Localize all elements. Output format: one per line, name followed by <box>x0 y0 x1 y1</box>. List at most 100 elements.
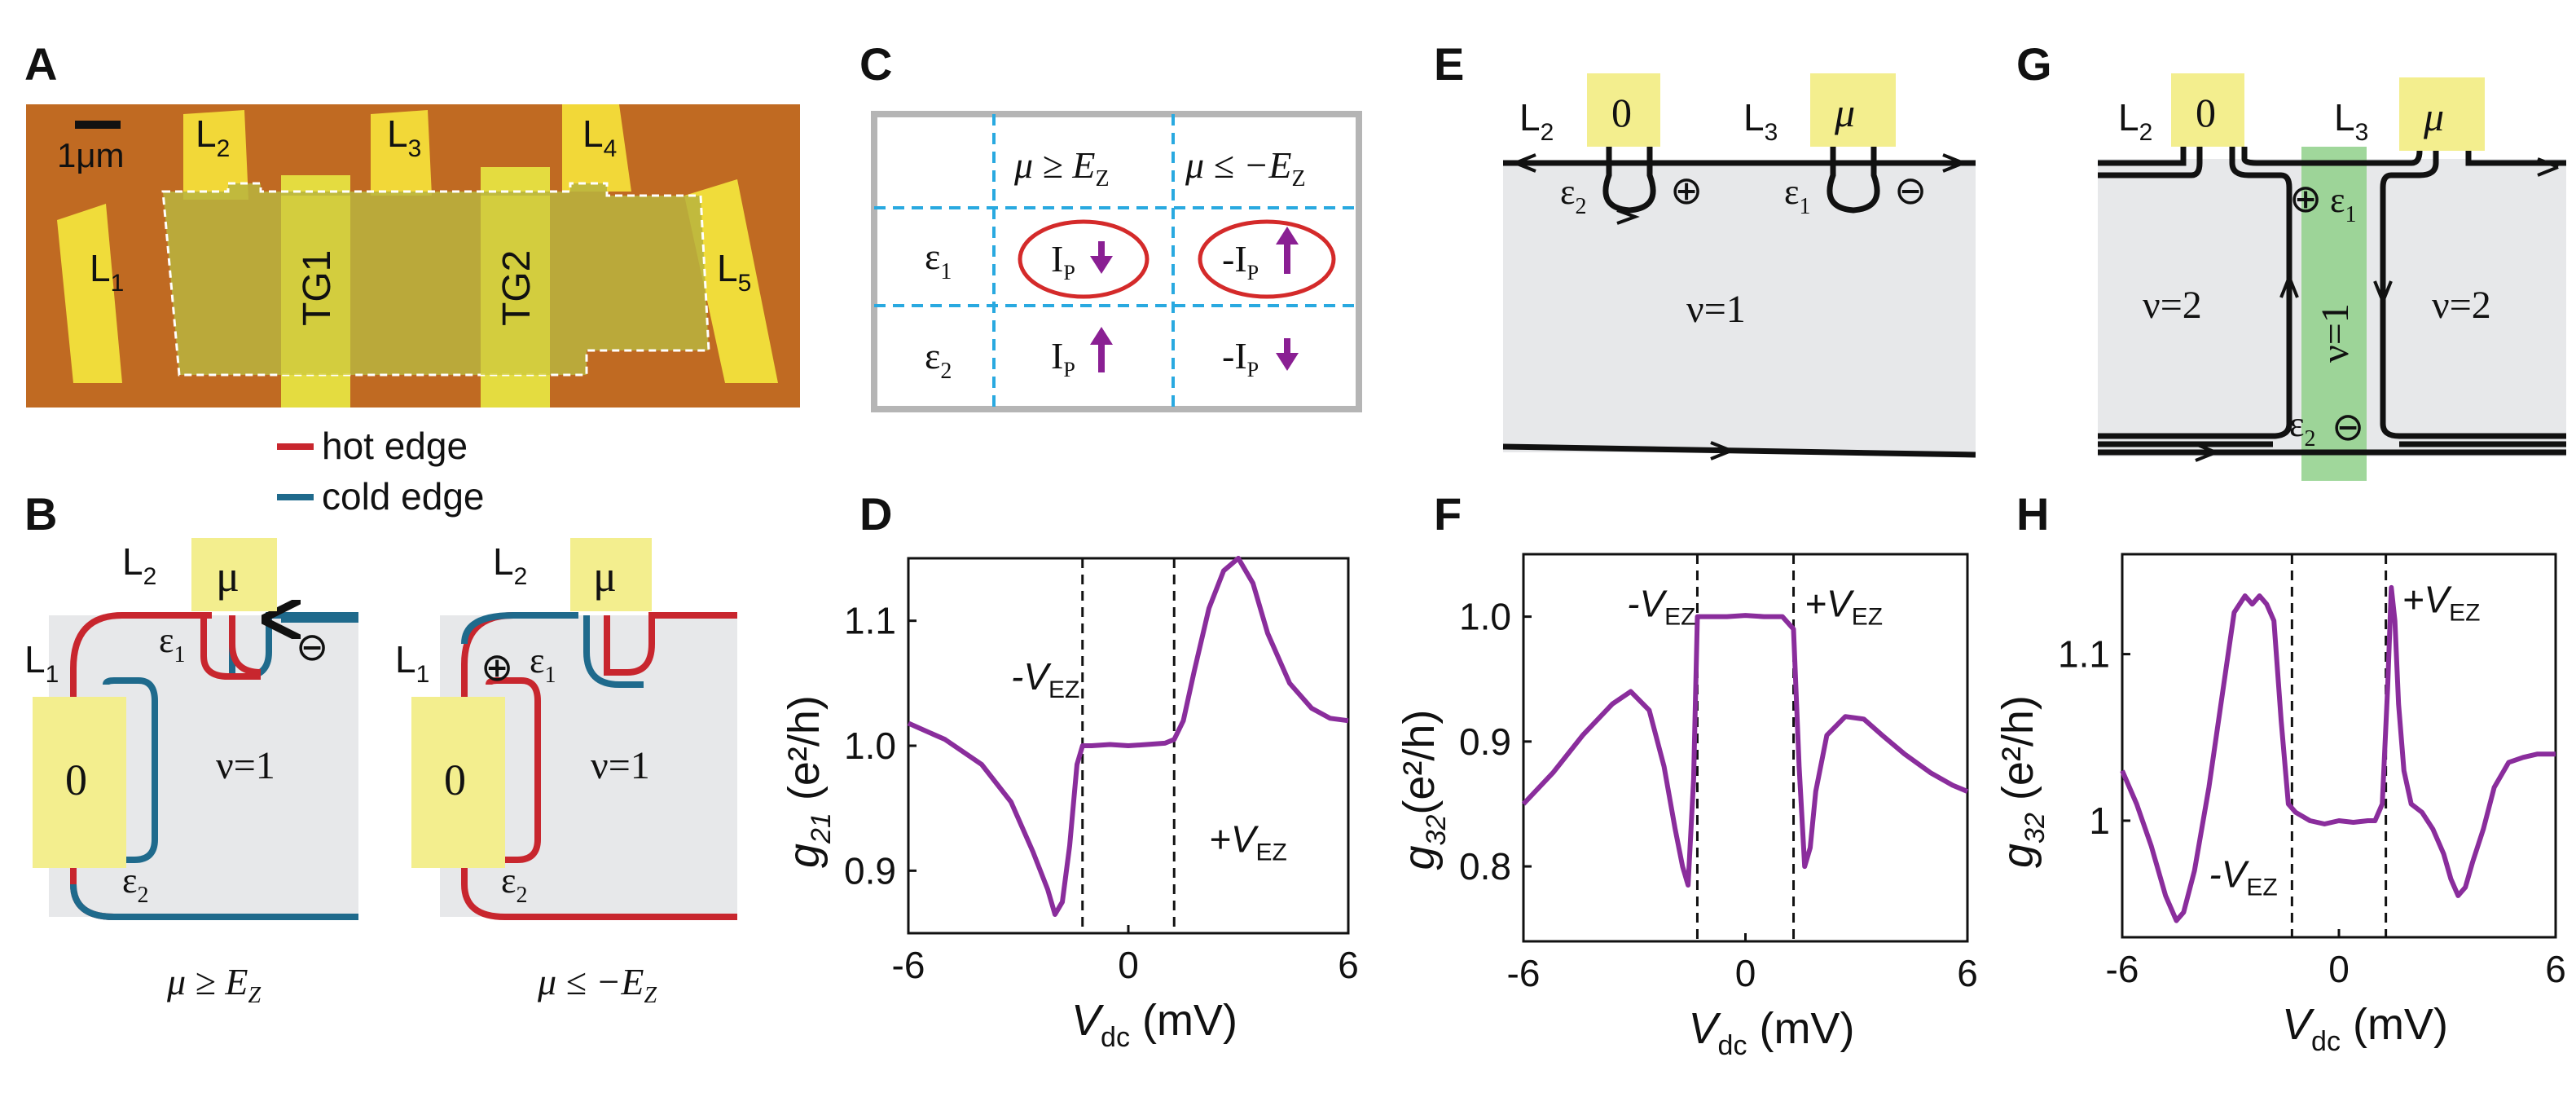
svg-text:ε1: ε1 <box>925 236 952 284</box>
svg-text:L2: L2 <box>122 540 156 590</box>
b-right-condition: μ ≤ −E <box>537 961 644 1002</box>
c-r1c1: I <box>1051 238 1063 280</box>
data-line <box>1521 613 1969 888</box>
b-right-sign: ⊕ <box>481 646 513 689</box>
y-tick-label: 0.9 <box>844 849 896 892</box>
g-nu-mid: ν=1 <box>2314 303 2357 363</box>
svg-text:L2: L2 <box>493 540 527 590</box>
c-col2: μ ≤ −E <box>1185 144 1291 186</box>
e-nu: ν=1 <box>1686 288 1746 331</box>
b-right-nu: ν=1 <box>591 744 650 787</box>
x-tick-label: 6 <box>1957 952 1978 994</box>
g-nu-right: ν=2 <box>2432 284 2491 327</box>
svg-text:ε2: ε2 <box>1560 172 1586 219</box>
y-axis-label: g32(e²/h) <box>1395 710 1452 870</box>
spin-up-arrow <box>1276 227 1299 274</box>
lead-l1-label: L <box>90 247 111 289</box>
c-row1: ε <box>925 236 940 277</box>
svg-text:L3: L3 <box>1743 96 1778 146</box>
y-tick-label: 1.1 <box>2058 633 2110 676</box>
x-tick-label: -6 <box>892 944 925 986</box>
panel-label-e: E <box>1434 38 1464 90</box>
c-col1: μ ≥ E <box>1013 144 1095 186</box>
gate-tg2-label: TG2 <box>495 250 538 326</box>
svg-text:ε2: ε2 <box>122 861 148 908</box>
svg-text:L2: L2 <box>196 112 230 162</box>
svg-text:L1: L1 <box>24 638 59 688</box>
threshold-annotation: +VEZ <box>1805 583 1883 631</box>
y-tick-label: 1 <box>2089 800 2110 842</box>
scale-bar <box>75 121 121 129</box>
e-contact-mu: μ <box>1834 90 1855 135</box>
y-tick-label: 0.8 <box>1459 845 1511 888</box>
panel-label-d: D <box>859 488 892 540</box>
threshold-annotation: +VEZ <box>1209 817 1287 866</box>
y-tick-label: 0.9 <box>1459 720 1511 763</box>
svg-text:L2: L2 <box>1519 96 1554 146</box>
panel-b-right: μ 0 L2 L1 ε1 ε2 ⊕ ν=1 μ ≤ −EZ <box>395 538 737 1008</box>
g-sign-minus: ⊖ <box>2332 406 2364 449</box>
svg-text:IP: IP <box>1051 335 1075 381</box>
y-axis-label: g21 (e²/h) <box>780 695 837 868</box>
svg-text:μ ≥ EZ: μ ≥ EZ <box>166 961 261 1008</box>
edge-legend: hot edge cold edge <box>277 425 485 518</box>
e-sign-minus: ⊖ <box>1894 170 1927 213</box>
panel-g-diagram: 0 μ L2 L3 ⊕ ε1 ε2 ⊖ ν=2 ν=2 ν=1 <box>2098 73 2566 481</box>
x-tick-label: 6 <box>2545 948 2566 990</box>
svg-text:ε1: ε1 <box>530 641 556 688</box>
x-axis-label: Vdc (mV) <box>1689 1004 1855 1061</box>
svg-text:L4: L4 <box>582 112 617 162</box>
c-r2c2: -I <box>1222 335 1247 377</box>
svg-text:L2: L2 <box>2118 96 2152 146</box>
lead-l4-label: L <box>582 112 604 155</box>
c-r2c1: I <box>1051 335 1063 377</box>
polarity-table: μ ≥ EZ μ ≤ −EZ ε1 ε2 IP -IP IP -IP <box>871 111 1362 412</box>
x-tick-label: -6 <box>1507 952 1541 994</box>
b-left-contact-0: 0 <box>65 756 87 804</box>
lead-l1-pad <box>57 204 122 383</box>
svg-text:L5: L5 <box>717 247 751 297</box>
panel-label-h: H <box>2016 488 2049 540</box>
b-left-contact-mu: μ <box>216 552 240 601</box>
svg-text:μ ≥ EZ: μ ≥ EZ <box>1013 144 1110 192</box>
g-contact-0: 0 <box>2196 90 2216 135</box>
panel-label-c: C <box>859 38 892 90</box>
x-tick-label: 0 <box>2328 948 2350 990</box>
scale-label: 1μm <box>57 136 125 174</box>
gate-tg1-label: TG1 <box>296 250 339 326</box>
svg-text:ε2: ε2 <box>501 861 527 908</box>
svg-text:L1: L1 <box>90 247 124 297</box>
b-left-condition: μ ≥ E <box>166 961 248 1002</box>
svg-text:ε2: ε2 <box>2289 404 2315 452</box>
threshold-annotation: -VEZ <box>1627 583 1695 631</box>
y-tick-label: 1.0 <box>1459 596 1511 638</box>
x-axis-label: Vdc (mV) <box>2282 1000 2448 1057</box>
y-axis-label: g32 (e²/h) <box>1994 695 2051 868</box>
data-line <box>2120 584 2556 923</box>
legend-hot: hot edge <box>322 425 468 467</box>
svg-text:ε1: ε1 <box>1784 172 1810 219</box>
e-contact-0: 0 <box>1611 90 1632 135</box>
svg-text:IP: IP <box>1051 238 1075 284</box>
svg-text:μ ≤ −EZ: μ ≤ −EZ <box>1185 144 1306 192</box>
legend-cold: cold edge <box>322 475 485 518</box>
c-r1c2: -I <box>1222 238 1247 280</box>
e-sign-plus: ⊕ <box>1670 170 1703 213</box>
lead-l5-label: L <box>717 247 738 289</box>
threshold-annotation: +VEZ <box>2402 579 2481 627</box>
svg-text:μ ≤ −EZ: μ ≤ −EZ <box>537 961 657 1008</box>
x-tick-label: 6 <box>1338 944 1359 986</box>
svg-text:ε1: ε1 <box>159 620 185 667</box>
x-axis-label: Vdc (mV) <box>1071 996 1237 1053</box>
g-nu-left: ν=2 <box>2143 284 2202 327</box>
threshold-annotation: -VEZ <box>2209 853 2277 901</box>
c-row2: ε <box>925 335 940 377</box>
b-right-contact-mu: μ <box>593 552 617 601</box>
y-tick-label: 1.1 <box>844 600 896 642</box>
lead-l2-label: L <box>196 112 217 155</box>
svg-text:ε1: ε1 <box>2330 180 2356 227</box>
x-tick-label: 0 <box>1118 944 1139 986</box>
